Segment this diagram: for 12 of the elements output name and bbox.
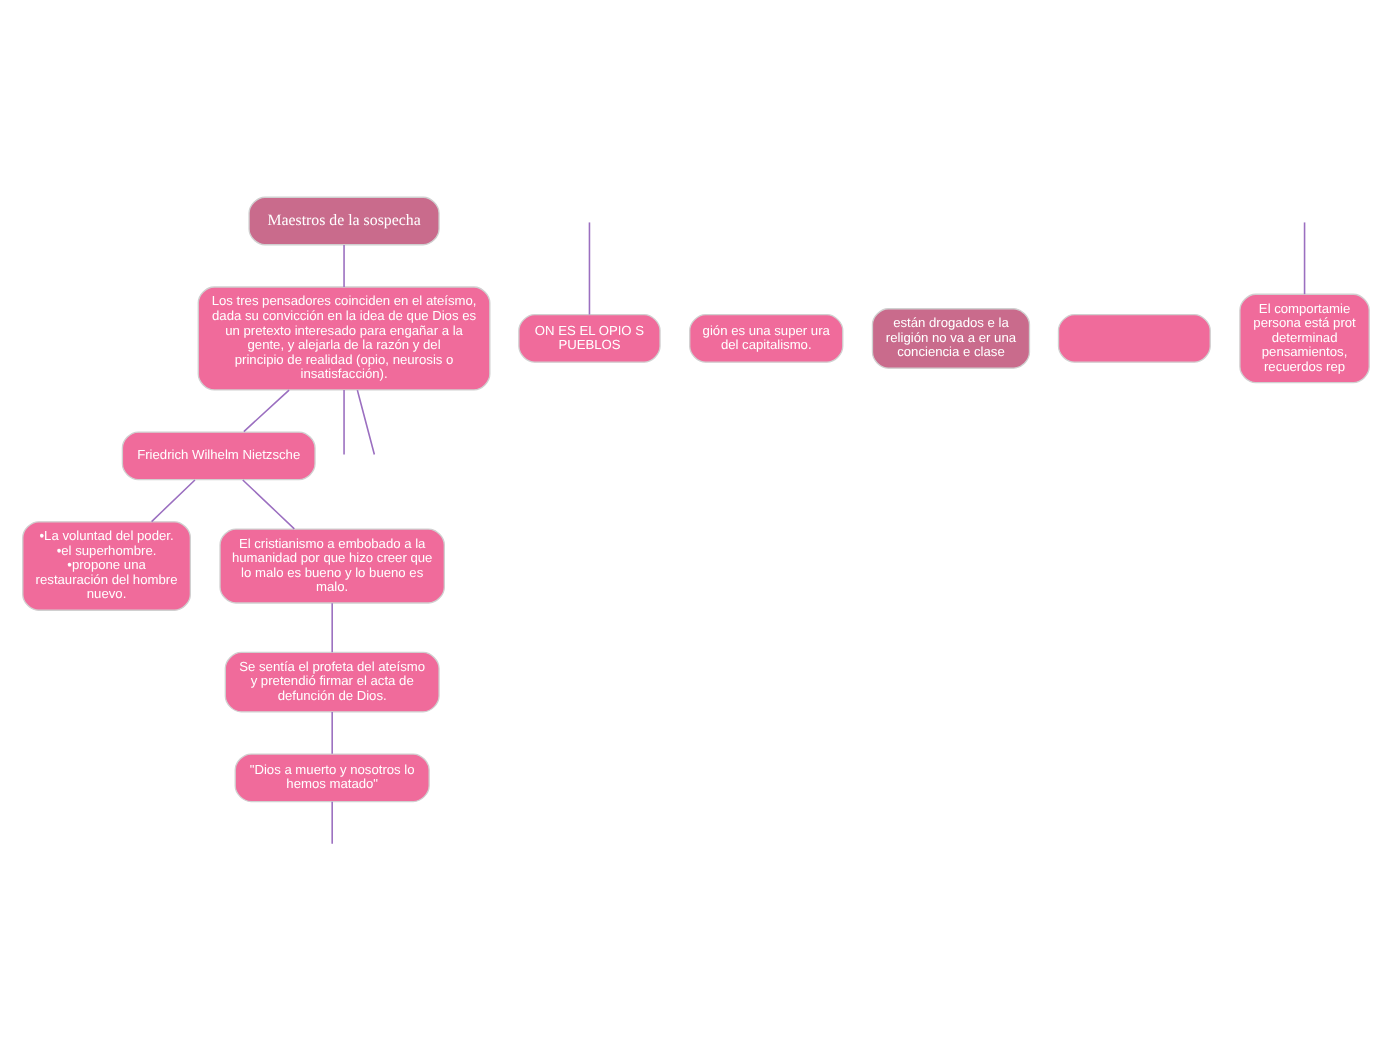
connector [343, 243, 345, 287]
connector [331, 601, 333, 653]
connector [1303, 220, 1306, 294]
connector [331, 710, 333, 754]
connector [243, 388, 290, 432]
connector [356, 388, 376, 455]
connector [588, 220, 591, 315]
connector [343, 388, 345, 455]
connector [150, 478, 196, 522]
connector [331, 799, 333, 844]
connector [242, 478, 296, 529]
node-box [1057, 313, 1211, 362]
